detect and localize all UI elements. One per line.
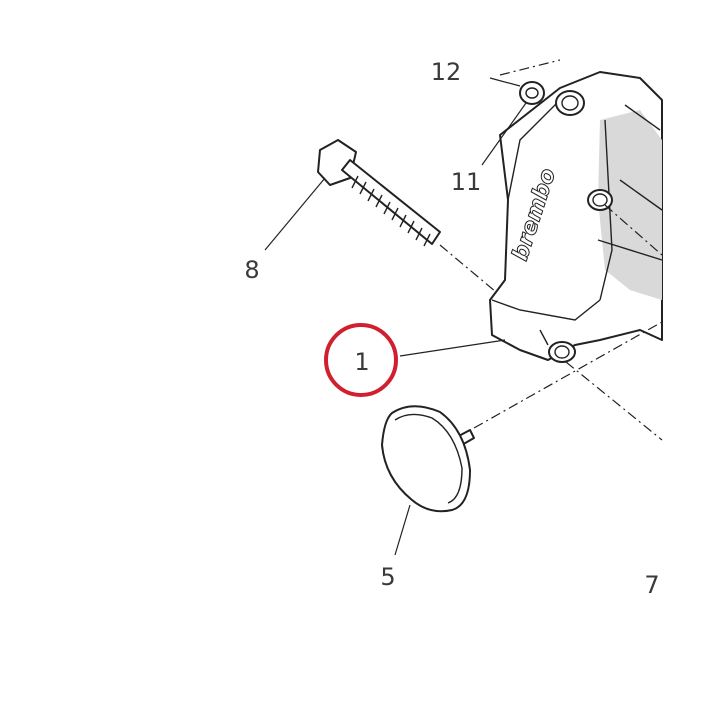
axis-upper-bore: [604, 204, 663, 256]
bolt-thread: [351, 175, 431, 247]
callout-1[interactable]: 1: [354, 348, 369, 376]
leader-12: [489, 77, 521, 87]
brake-caliper[interactable]: brembo: [489, 71, 663, 363]
leader-8: [264, 177, 326, 251]
callout-5[interactable]: 5: [380, 563, 395, 591]
caliper-bolt[interactable]: [317, 139, 441, 247]
leader-1: [399, 339, 506, 357]
axis-lower-bore: [565, 361, 663, 441]
caliper-cap[interactable]: [381, 405, 475, 513]
leader-11: [481, 102, 527, 166]
callout-7[interactable]: 7: [644, 571, 659, 599]
axis-washer: [499, 59, 561, 76]
axis-cap: [473, 321, 663, 429]
leader-5: [394, 504, 411, 556]
axis-bolt: [439, 244, 497, 293]
washer[interactable]: [519, 81, 545, 105]
callout-11[interactable]: 11: [451, 168, 482, 196]
highlight-ring[interactable]: [324, 323, 398, 397]
callout-12[interactable]: 12: [431, 58, 462, 86]
callout-8[interactable]: 8: [244, 256, 259, 284]
